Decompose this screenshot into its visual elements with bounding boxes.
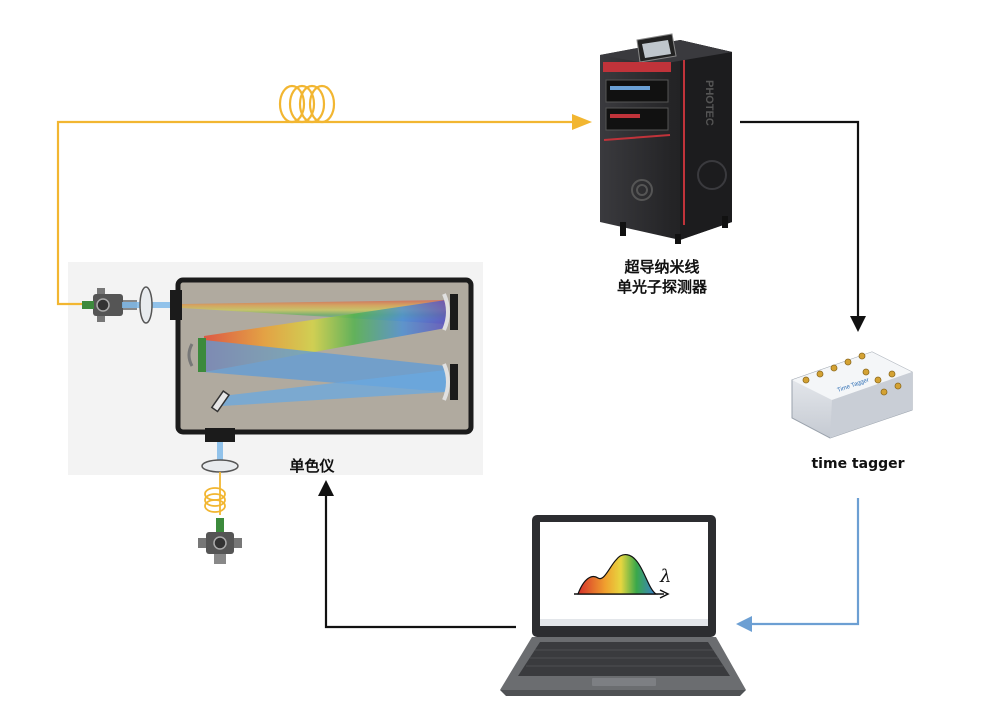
monochromator <box>170 277 474 442</box>
control-arrow <box>324 488 516 629</box>
output-lens-icon <box>201 459 239 473</box>
lambda-symbol: λ <box>659 566 671 587</box>
snspd-label: 超导纳米线 单光子探测器 <box>592 257 732 297</box>
output-fiber-coupler-icon <box>198 518 242 564</box>
control-arrow-head <box>318 480 334 496</box>
input-lens-icon <box>139 286 153 324</box>
signal-arrow-head <box>850 316 866 332</box>
output-beam <box>217 442 223 472</box>
fiber-coil-icon <box>278 84 336 124</box>
snspd-detector: PHOTEC <box>600 33 732 244</box>
output-fiber-coil-icon <box>204 472 226 515</box>
data-link-arrow-head <box>736 616 752 632</box>
snspd-label-line1: 超导纳米线 <box>624 258 700 276</box>
optical-fiber <box>56 84 592 306</box>
data-link-arrow <box>746 498 860 626</box>
snspd-label-line2: 单光子探测器 <box>616 278 707 296</box>
laptop-computer: λ <box>500 515 746 696</box>
spectrum-curve <box>577 554 658 595</box>
detector-brand-text: PHOTEC <box>703 80 715 126</box>
time-tagger-label: time tagger <box>811 456 905 472</box>
monochromator-label: 单色仪 <box>289 457 335 475</box>
signal-arrow <box>740 120 860 326</box>
time-tagger-device: Time Tagger <box>791 351 913 439</box>
